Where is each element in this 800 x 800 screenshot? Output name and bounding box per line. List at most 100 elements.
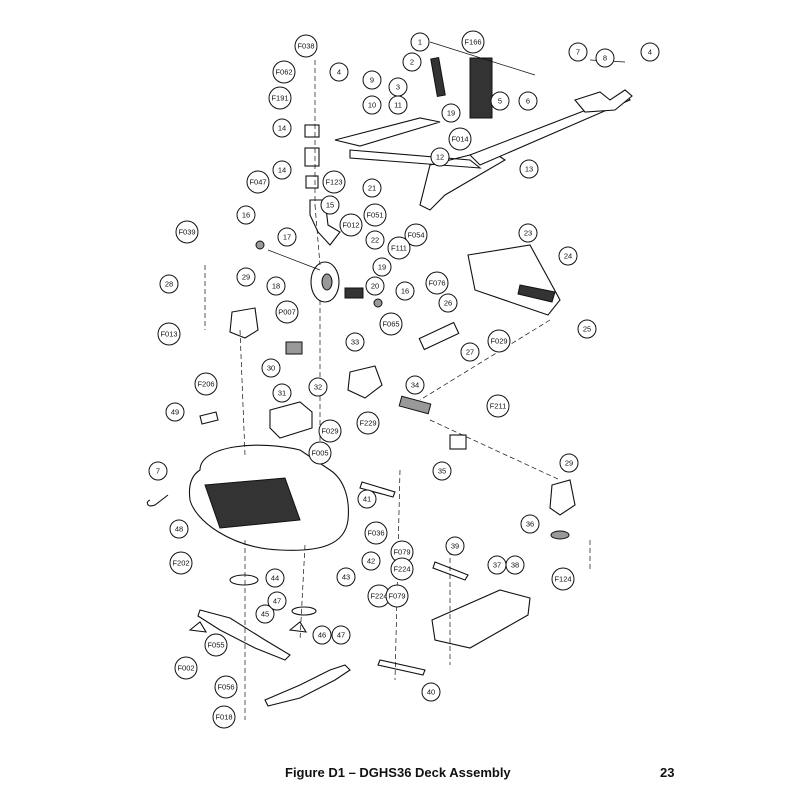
callout-ring xyxy=(568,42,588,62)
callout-ring xyxy=(175,220,199,244)
callout-f005: F005 xyxy=(308,441,332,465)
callout-label: 18 xyxy=(272,282,280,291)
callout-ring xyxy=(558,246,578,266)
callout-label: F166 xyxy=(464,38,481,47)
callout-15: 15 xyxy=(320,195,340,215)
blade-rotation-arrow-right xyxy=(288,621,308,633)
callout-48: 48 xyxy=(169,519,189,539)
callout-ring xyxy=(421,682,441,702)
callout-label: F038 xyxy=(297,42,314,51)
callout-ring xyxy=(410,32,430,52)
callout-label: 14 xyxy=(278,124,286,133)
callout-label: 8 xyxy=(603,54,607,63)
callout-f039: F039 xyxy=(175,220,199,244)
callout-16: 16 xyxy=(236,205,256,225)
callout-f054: F054 xyxy=(404,223,428,247)
callout-24: 24 xyxy=(558,246,578,266)
callout-f051: F051 xyxy=(363,203,387,227)
callout-38: 38 xyxy=(505,555,525,575)
callout-14: 14 xyxy=(272,160,292,180)
callout-label: F202 xyxy=(172,559,189,568)
callout-label: 20 xyxy=(371,282,379,291)
callout-f012: F012 xyxy=(339,213,363,237)
callout-ring xyxy=(487,329,511,353)
callout-ring xyxy=(402,52,422,72)
callout-42: 42 xyxy=(361,551,381,571)
bracket-41 xyxy=(359,481,396,498)
spring-small xyxy=(430,57,446,97)
callout-label: 48 xyxy=(175,525,183,534)
callout-ring xyxy=(236,205,256,225)
callout-label: F111 xyxy=(391,244,407,253)
leader-lines xyxy=(204,41,626,720)
callout-label: 41 xyxy=(363,495,371,504)
callout-37: 37 xyxy=(487,555,507,575)
callout-4: 4 xyxy=(640,42,660,62)
callout-ring xyxy=(387,236,411,260)
callout-47: 47 xyxy=(331,625,351,645)
callout-ring xyxy=(265,568,285,588)
callout-ring xyxy=(157,322,181,346)
callout-5: 5 xyxy=(490,91,510,111)
callout-label: 17 xyxy=(283,233,291,242)
callout-label: F014 xyxy=(451,135,468,144)
callout-label: 42 xyxy=(367,557,375,566)
exploded-parts-drawing xyxy=(146,57,633,707)
callout-46: 46 xyxy=(312,625,332,645)
lift-handle xyxy=(574,89,633,113)
callout-label: F062 xyxy=(275,68,292,77)
callout-label: 4 xyxy=(648,48,652,57)
callout-ring xyxy=(372,257,392,277)
callout-f038: F038 xyxy=(294,34,318,58)
callout-ring xyxy=(204,633,228,657)
callout-f206: F206 xyxy=(194,372,218,396)
figure-title: Figure D1 – DGHS36 Deck Assembly xyxy=(285,765,511,780)
callout-f002: F002 xyxy=(174,656,198,680)
callout-ring xyxy=(294,34,318,58)
callout-ring xyxy=(318,419,342,443)
callout-f047: F047 xyxy=(246,170,270,194)
spindle-bushing-low xyxy=(305,175,319,189)
callout-ring xyxy=(312,625,332,645)
callout-label: 28 xyxy=(165,280,173,289)
callout-label: 1 xyxy=(418,38,422,47)
spindle-bushing-top xyxy=(304,124,320,138)
callout-ring xyxy=(159,274,179,294)
callout-f191: F191 xyxy=(268,86,292,110)
caster-hub xyxy=(321,273,333,291)
callout-f123: F123 xyxy=(322,170,346,194)
callout-ring xyxy=(361,551,381,571)
callout-label: 47 xyxy=(273,597,281,606)
callout-label: F005 xyxy=(311,449,328,458)
callout-label: 5 xyxy=(498,97,502,106)
callout-label: 19 xyxy=(447,109,455,118)
callout-ring xyxy=(356,411,380,435)
callout-label: 43 xyxy=(342,573,350,582)
callout-label: 39 xyxy=(451,542,459,551)
callout-label: F229 xyxy=(359,419,376,428)
callout-44: 44 xyxy=(265,568,285,588)
callout-label: F051 xyxy=(366,211,383,220)
callout-label: 13 xyxy=(525,165,533,174)
callout-21: 21 xyxy=(362,178,382,198)
callout-label: 7 xyxy=(576,48,580,57)
wheel-axle xyxy=(267,249,321,271)
callout-f224: F224 xyxy=(390,557,414,581)
callout-ring xyxy=(261,358,281,378)
callout-label: 32 xyxy=(314,383,322,392)
callout-ring xyxy=(432,461,452,481)
shaft-shield xyxy=(269,401,313,439)
callout-ring xyxy=(385,584,409,608)
callout-ring xyxy=(486,394,510,418)
callout-ring xyxy=(246,170,270,194)
callout-label: 16 xyxy=(401,287,409,296)
axle-spacer-left xyxy=(255,240,265,250)
callout-label: 37 xyxy=(493,561,501,570)
callout-ring xyxy=(364,521,388,545)
callout-ring xyxy=(268,86,292,110)
callout-4: 4 xyxy=(329,62,349,82)
callout-label: 10 xyxy=(368,101,376,110)
callout-7: 7 xyxy=(148,461,168,481)
callout-8: 8 xyxy=(595,48,615,68)
